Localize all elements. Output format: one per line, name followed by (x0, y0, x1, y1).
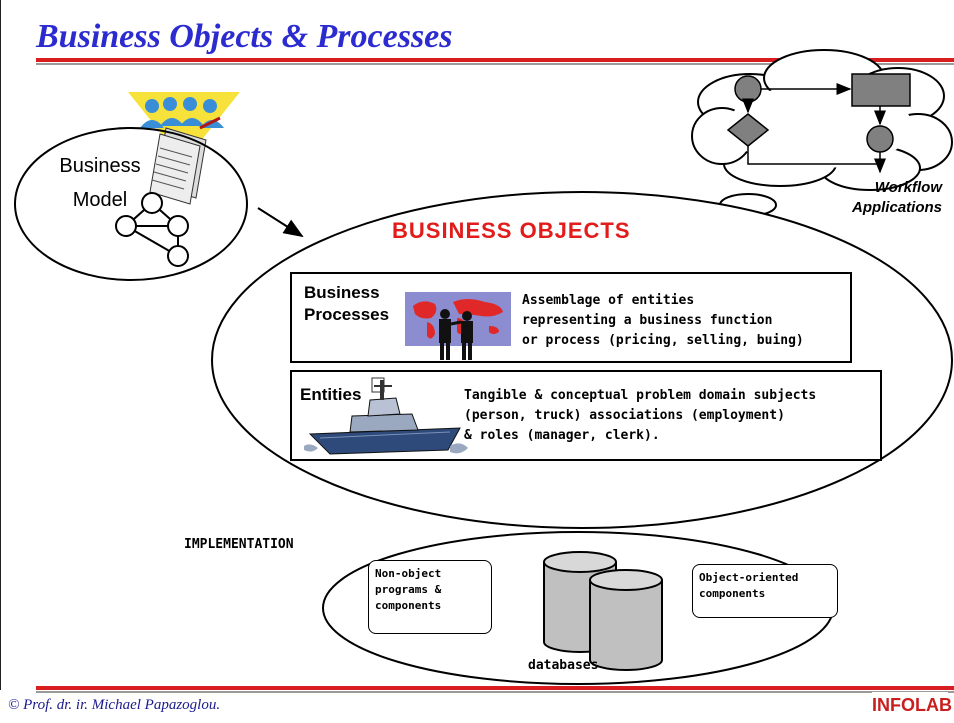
workflow-line2: Applications (851, 199, 942, 216)
object-oriented-line2: components (699, 587, 766, 600)
entities-desc-line3: & roles (manager, clerk). (464, 428, 660, 443)
databases-label: databases (528, 658, 599, 673)
infolab-logo: INFOLAB (872, 692, 952, 718)
business-processes-desc-line2: representing a business function (522, 313, 773, 328)
title-rule (36, 58, 954, 62)
business-processes-title-line2: Processes (304, 305, 390, 324)
business-processes-description: Assemblage of entities representing a bu… (522, 291, 804, 351)
business-model-line1: Business (59, 155, 141, 177)
business-processes-box: Business Processes Assemblage of entitie… (290, 272, 852, 363)
title-rule-shadow (36, 63, 954, 65)
workflow-graph (726, 73, 911, 174)
business-processes-desc-line1: Assemblage of entities (522, 293, 695, 308)
entities-box: Entities Tangible & conceptual problem d… (290, 370, 882, 461)
workflow-cloud (691, 49, 953, 191)
business-processes-title: Business Processes (304, 282, 389, 326)
business-model-label: Business Model (40, 154, 160, 212)
business-people-illustration (128, 92, 240, 162)
footer-rule (36, 686, 954, 690)
business-model-line2: Model (72, 189, 128, 211)
footer-copyright: © Prof. dr. ir. Michael Papazoglou. (8, 697, 221, 713)
entities-description: Tangible & conceptual problem domain sub… (464, 386, 816, 446)
business-model-ellipse (14, 127, 248, 281)
business-objects-heading: BUSINESS OBJECTS (392, 218, 631, 243)
world-map-illustration (405, 292, 511, 360)
non-object-line1: Non-object (375, 567, 442, 580)
business-model-graph (115, 192, 189, 267)
non-object-line3: components (375, 599, 442, 612)
object-oriented-box: Object-oriented components (692, 564, 838, 618)
entities-desc-line2: (person, truck) associations (employment… (464, 408, 785, 423)
workflow-label: Workflow Applications (810, 178, 942, 218)
workflow-line1: Workflow (874, 179, 942, 196)
entities-desc-line1: Tangible & conceptual problem domain sub… (464, 388, 817, 403)
documents-illustration (149, 116, 221, 205)
ship-illustration (300, 376, 470, 460)
non-object-box: Non-object programs & components (368, 560, 492, 634)
business-processes-desc-line3: or process (pricing, selling, buing) (522, 333, 804, 348)
object-oriented-line1: Object-oriented (699, 571, 799, 584)
entities-title: Entities (300, 385, 362, 404)
implementation-label: IMPLEMENTATION (184, 537, 294, 552)
slide-title: Business Objects & Processes (36, 18, 453, 55)
model-to-objects-arrow (257, 207, 304, 238)
non-object-line2: programs & (375, 583, 442, 596)
business-processes-title-line1: Business (304, 283, 380, 302)
slide-left-border (0, 0, 1, 690)
footer-rule-shadow (36, 691, 954, 693)
database-cylinders (543, 551, 663, 671)
